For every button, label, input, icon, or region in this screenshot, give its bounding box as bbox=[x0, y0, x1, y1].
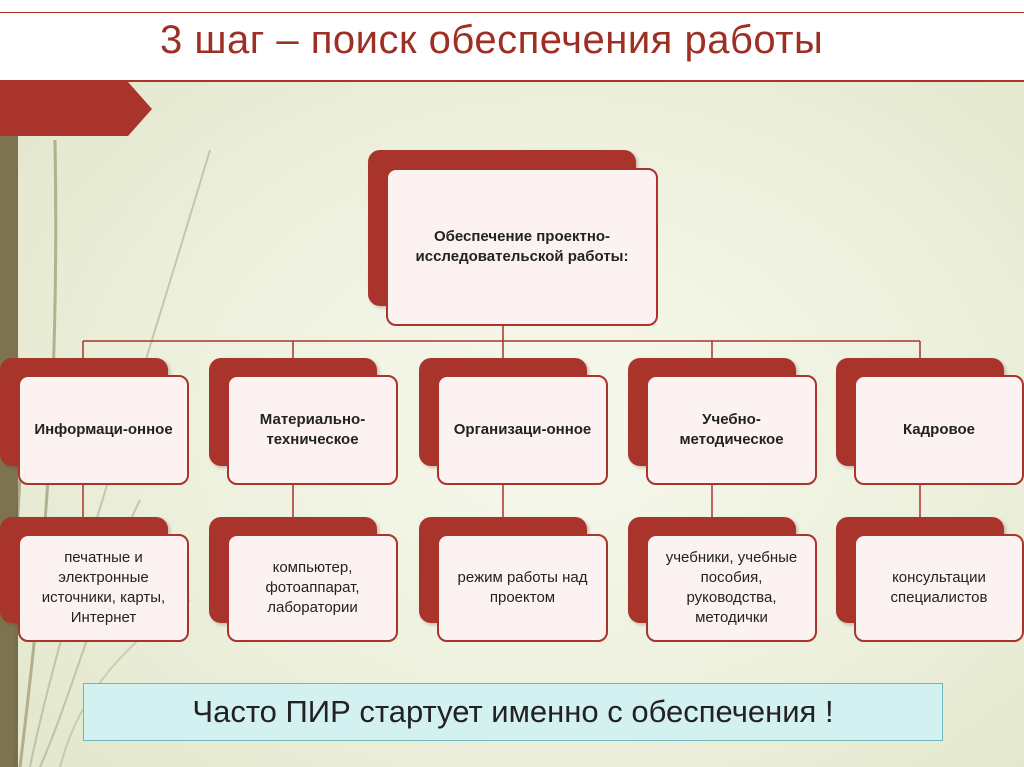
bottom-note: Часто ПИР стартует именно с обеспечения … bbox=[83, 683, 943, 741]
detail-label: консультации специалистов bbox=[854, 534, 1024, 642]
category-label: Учебно-методическое bbox=[646, 375, 817, 485]
title-top-rule bbox=[0, 12, 1024, 13]
detail-label: учебники, учебные пособия, руководства, … bbox=[646, 534, 817, 642]
detail-label: режим работы над проектом bbox=[437, 534, 608, 642]
detail-label: печатные и электронные источники, карты,… bbox=[18, 534, 189, 642]
accent-arrow-shape bbox=[0, 82, 152, 136]
root-node-label: Обеспечение проектно-исследовательской р… bbox=[386, 168, 658, 326]
title-bar: 3 шаг – поиск обеспечения работы bbox=[0, 0, 1024, 82]
slide-title: 3 шаг – поиск обеспечения работы bbox=[160, 18, 824, 62]
category-label: Организаци-онное bbox=[437, 375, 608, 485]
category-label: Информаци-онное bbox=[18, 375, 189, 485]
detail-label: компьютер, фотоаппарат, лаборатории bbox=[227, 534, 398, 642]
category-label: Материально-техническое bbox=[227, 375, 398, 485]
category-label: Кадровое bbox=[854, 375, 1024, 485]
